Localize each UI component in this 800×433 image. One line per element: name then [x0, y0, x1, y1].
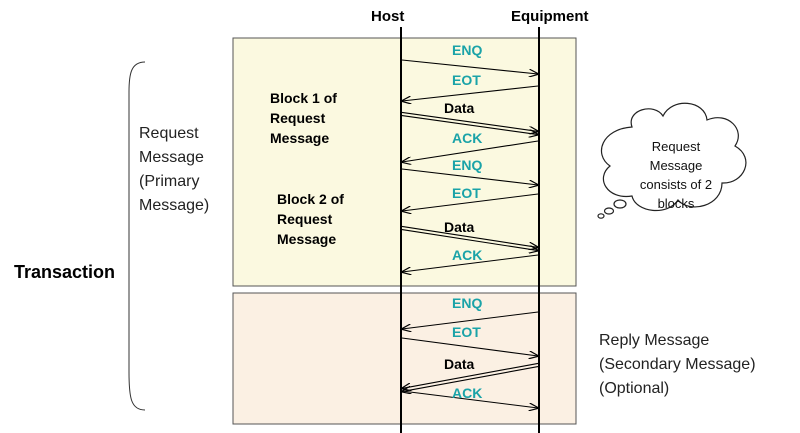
message-arrow-enq [401, 59, 538, 74]
message-label-enq: ENQ [452, 42, 483, 58]
message-arrow-eot [402, 85, 539, 101]
request-label-line: Message [139, 149, 204, 166]
message-label-eot: EOT [452, 72, 481, 88]
message-arrow-enq [401, 168, 538, 185]
block-2-label: Block 2 of Request Message [277, 189, 344, 249]
message-arrow-data [402, 362, 539, 388]
message-arrow-ack [401, 390, 538, 408]
request-label-line: (Primary [139, 173, 200, 190]
message-label-data: Data [444, 219, 475, 235]
reply-label-line: (Optional) [599, 380, 670, 397]
block-1-line: Block 1 of [270, 90, 337, 106]
thought-note-text: Request Message consists of 2 blocks [626, 137, 726, 213]
block-2-line: Message [277, 231, 337, 247]
reply-label-line: Reply Message [599, 332, 710, 349]
thought-note-line: blocks [657, 196, 695, 211]
message-arrow-data [401, 229, 538, 251]
block-1-label: Block 1 of Request Message [270, 88, 337, 148]
transaction-brace [128, 61, 146, 411]
message-arrow-ack [402, 140, 539, 162]
message-arrows [401, 59, 539, 408]
reply-label-line: (Secondary Message) [599, 356, 756, 373]
message-arrow-enq [402, 311, 539, 329]
message-label-eot: EOT [452, 324, 481, 340]
request-label-line: Request [139, 125, 199, 142]
reply-message-box [232, 292, 577, 425]
reply-message-label: Reply Message (Secondary Message) (Optio… [599, 329, 756, 401]
message-arrow-ack [402, 254, 539, 272]
thought-note-line: Request [651, 139, 701, 154]
message-label-data: Data [444, 356, 475, 372]
block-1-line: Message [270, 130, 330, 146]
thought-bubble [597, 102, 747, 219]
block-2-line: Block 2 of [277, 191, 344, 207]
message-label-eot: EOT [452, 185, 481, 201]
message-arrow-eot [402, 193, 539, 211]
message-arrow-data [401, 111, 538, 131]
request-message-label: Request Message (Primary Message) [139, 122, 209, 218]
message-label-enq: ENQ [452, 295, 483, 311]
host-header: Host [371, 8, 405, 25]
message-label-enq: ENQ [452, 157, 483, 173]
message-label-ack: ACK [452, 247, 483, 263]
message-arrow-data [402, 366, 539, 392]
request-label-line: Message) [139, 197, 210, 214]
block-2-line: Request [277, 211, 333, 227]
equipment-header: Equipment [511, 8, 589, 25]
message-arrow-data [401, 115, 538, 135]
thought-note-line: consists of 2 [639, 177, 713, 192]
message-arrow-data [401, 225, 538, 247]
message-label-ack: ACK [452, 385, 483, 401]
message-label-ack: ACK [452, 130, 483, 146]
thought-note-line: Message [649, 158, 703, 173]
block-1-line: Request [270, 110, 326, 126]
transaction-label: Transaction [14, 262, 116, 282]
message-arrow-eot [401, 337, 538, 356]
message-label-data: Data [444, 100, 475, 116]
